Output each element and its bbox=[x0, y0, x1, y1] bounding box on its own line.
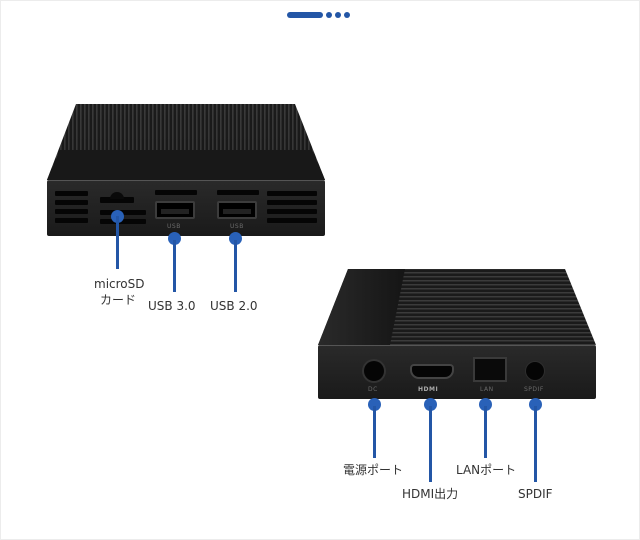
device-front-panel: USB USB bbox=[47, 180, 325, 236]
pager-dot-2[interactable] bbox=[326, 11, 332, 18]
hdmi-port bbox=[410, 364, 454, 379]
usb3-port bbox=[155, 201, 195, 219]
dc-marking: DC bbox=[368, 386, 378, 393]
spdif-jack bbox=[526, 362, 544, 380]
pager-active-indicator[interactable] bbox=[287, 11, 323, 18]
usb2-marking: USB bbox=[230, 223, 244, 230]
device-rear-heatsink bbox=[318, 269, 596, 345]
device-top-heatsink bbox=[47, 104, 325, 180]
microsd-slot bbox=[100, 197, 134, 203]
lan-port bbox=[473, 357, 507, 382]
device-rear-panel: DC HDMI LAN SPDIF bbox=[318, 345, 596, 399]
spdif-marking: SPDIF bbox=[524, 386, 544, 393]
lan-marking: LAN bbox=[480, 386, 494, 393]
dc-jack bbox=[364, 361, 384, 381]
carousel-pager bbox=[287, 11, 350, 18]
usb3-marking: USB bbox=[167, 223, 181, 230]
pager-dot-3[interactable] bbox=[335, 11, 341, 18]
hdmi-marking: HDMI bbox=[418, 386, 439, 393]
device-front-view: USB USB bbox=[0, 0, 640, 260]
pager-dot-4[interactable] bbox=[344, 11, 350, 18]
usb2-port bbox=[217, 201, 257, 219]
callout-microsd-label: microSD カード bbox=[94, 277, 145, 307]
